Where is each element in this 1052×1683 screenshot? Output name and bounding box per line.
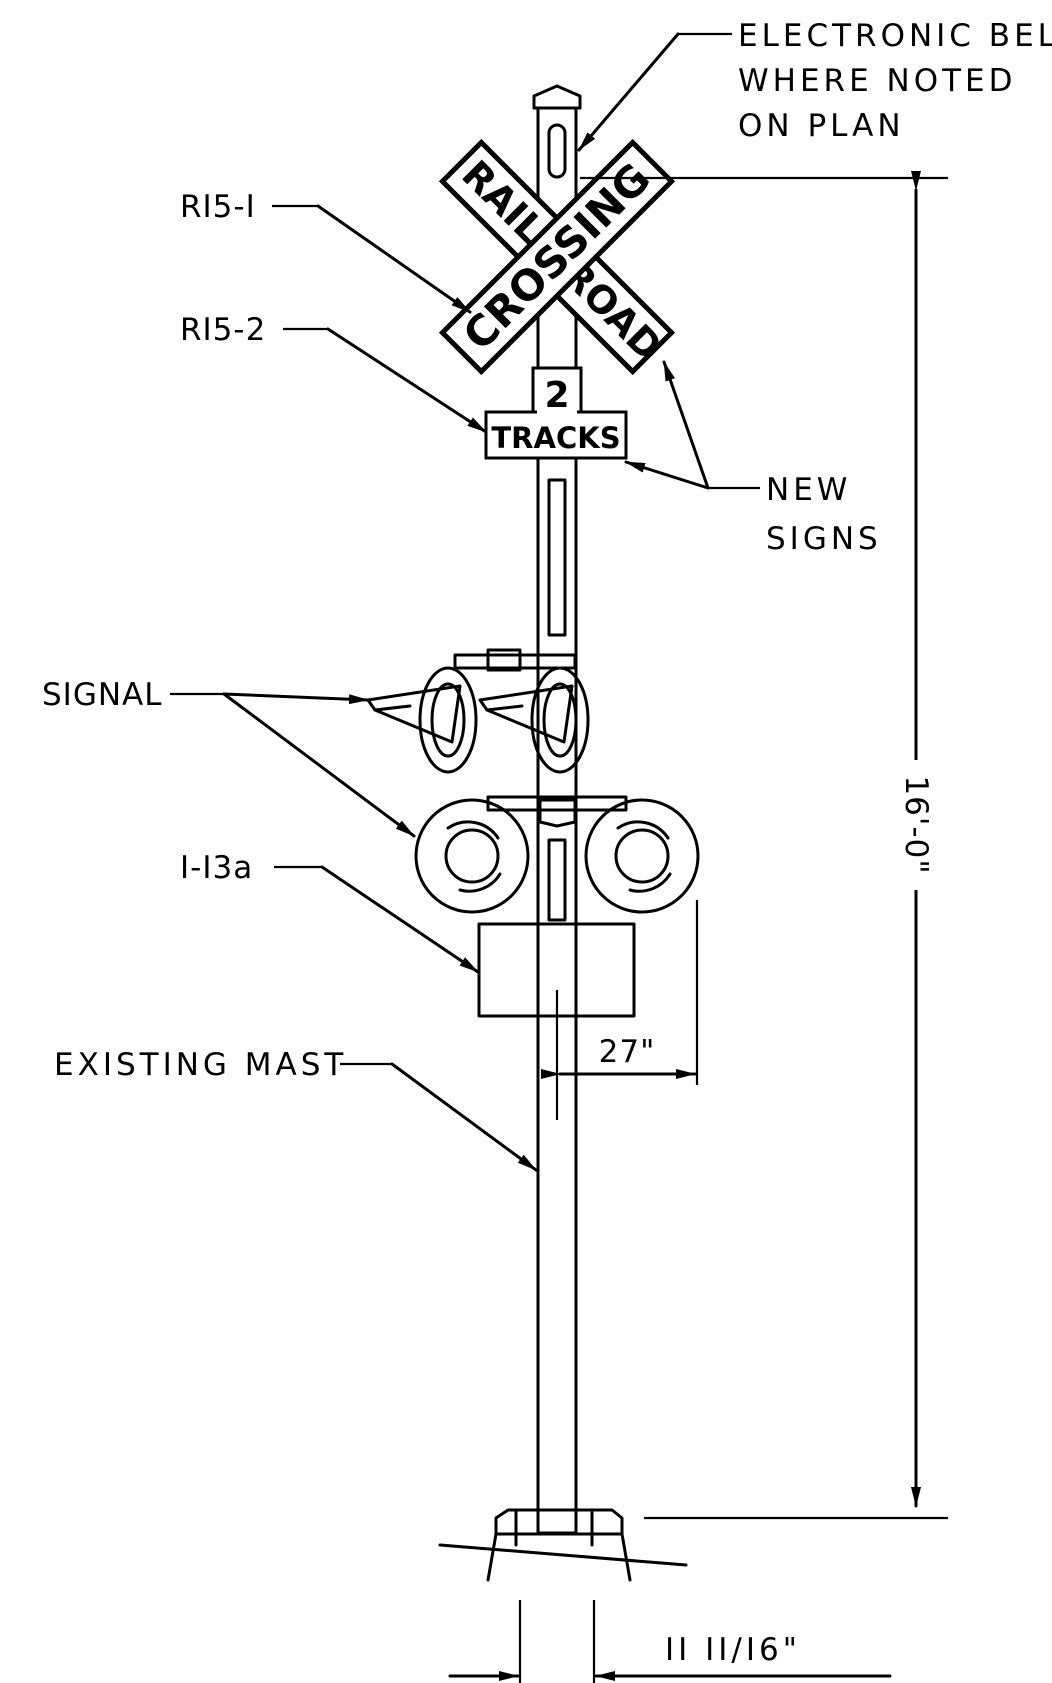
base-width-dimension: II II/I6" [448, 1600, 892, 1683]
tracks-word-text: TRACKS [491, 421, 620, 455]
callout-existing-mast: EXISTING MAST [54, 1047, 538, 1172]
label-bell-line3: ON PLAN [738, 108, 905, 144]
label-sign-13a: I-I3a [180, 850, 253, 886]
offset-dimension-text: 27" [599, 1034, 656, 1070]
callout-signal: SIGNAL [42, 677, 416, 838]
callout-new-signs: NEW SIGNS [624, 360, 882, 557]
mast-base [438, 1508, 688, 1582]
label-bell-line1: ELECTRONIC BELL [738, 18, 1052, 54]
crossbuck-sign: RAIL ROAD CROSSING [438, 138, 676, 376]
label-new-signs-line2: SIGNS [766, 521, 882, 557]
height-dimension-text: 16'-0" [898, 775, 934, 874]
callout-electronic-bell: ELECTRONIC BELL WHERE NOTED ON PLAN [577, 18, 1052, 152]
callout-crossbuck: RI5-I [180, 189, 472, 314]
label-new-signs-line1: NEW [766, 472, 851, 508]
label-existing-mast: EXISTING MAST [54, 1047, 347, 1083]
label-signal: SIGNAL [42, 677, 163, 713]
tracks-number-text: 2 [544, 375, 569, 416]
sign-box-13a [477, 922, 636, 1018]
label-crossbuck: RI5-I [180, 189, 256, 225]
tracks-plate-sign: 2 TRACKS [484, 366, 628, 460]
offset-dimension: 27" [541, 900, 699, 1085]
label-bell-line2: WHERE NOTED [738, 63, 1017, 99]
label-tracks-plate: RI5-2 [180, 312, 266, 348]
height-dimension: 16'-0" [580, 171, 948, 1520]
upper-signal-heads [366, 648, 590, 774]
callout-tracks-plate: RI5-2 [180, 312, 488, 434]
callout-sign-13a: I-I3a [180, 850, 480, 974]
base-width-dimension-text: II II/I6" [665, 1632, 801, 1668]
lower-signal-heads [414, 795, 700, 914]
